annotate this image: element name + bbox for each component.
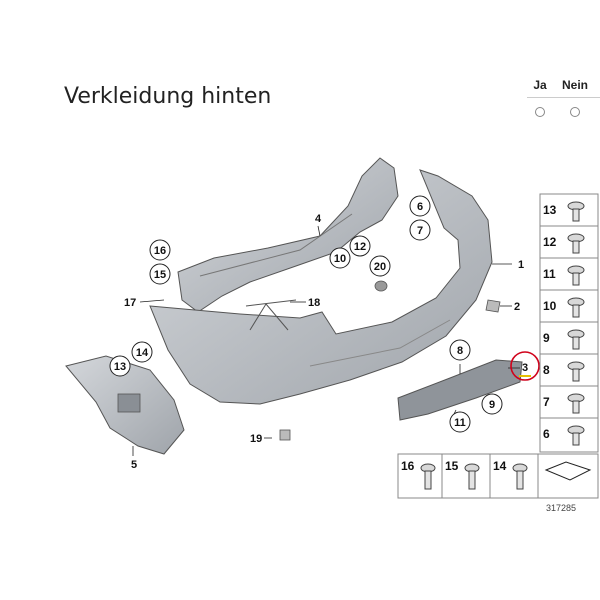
grid-label-16: 16	[401, 459, 415, 473]
callout-5: 5	[131, 459, 137, 471]
fastener-7-shaft	[572, 400, 580, 414]
fastener-15-shaft	[468, 470, 476, 490]
grid-label-12: 12	[543, 235, 557, 249]
callout-10: 10	[334, 253, 346, 265]
fastener-14-shaft	[516, 470, 524, 490]
grid-label-13: 13	[543, 203, 557, 217]
header-divider	[527, 97, 600, 98]
part-20-plug	[374, 280, 388, 292]
callout-7: 7	[417, 225, 423, 237]
callout-20: 20	[374, 261, 386, 273]
callout-6: 6	[417, 201, 423, 213]
fastener-9-shaft	[572, 336, 580, 350]
callout-9: 9	[489, 399, 495, 411]
leader-lines	[132, 225, 520, 456]
grid-label-6: 6	[543, 427, 550, 441]
part-5-bracket	[65, 355, 185, 455]
grid-label-8: 8	[543, 363, 550, 377]
page-title: Verkleidung hinten	[64, 84, 272, 109]
part-18-line	[245, 299, 297, 331]
callout-4: 4	[315, 213, 322, 225]
callout-15: 15	[154, 269, 166, 281]
callout-2: 2	[514, 301, 520, 313]
grid-label-9: 9	[543, 331, 550, 345]
grid-label-7: 7	[543, 395, 550, 409]
parts-grid-right	[539, 193, 599, 453]
fastener-6-shaft	[572, 432, 580, 446]
part-19-nut	[279, 429, 291, 441]
fastener-8-shaft	[572, 368, 580, 382]
part-4-carrier	[177, 157, 399, 313]
callout-12: 12	[354, 241, 366, 253]
yes-option: Ja	[520, 78, 560, 117]
grid-label-10: 10	[543, 299, 557, 313]
callout-11: 11	[454, 417, 466, 429]
callout-3-highlight[interactable]: 3	[510, 351, 540, 381]
yes-radio[interactable]	[535, 107, 545, 117]
callout-8: 8	[457, 345, 463, 357]
yes-label: Ja	[533, 78, 547, 92]
callout-14: 14	[136, 347, 149, 359]
callout-18: 18	[308, 297, 320, 309]
callout-3: 3	[522, 362, 528, 374]
callout-17: 17	[124, 297, 136, 309]
callout-19: 19	[250, 433, 262, 445]
fastener-13-shaft	[572, 208, 580, 222]
callout-16: 16	[154, 245, 166, 257]
part-9-lower-trim	[397, 359, 523, 421]
fastener-16-shaft	[424, 470, 432, 490]
grid-label-11: 11	[543, 267, 556, 281]
part-2-clip	[485, 299, 501, 313]
grid-label-15: 15	[445, 459, 459, 473]
no-radio[interactable]	[570, 107, 580, 117]
fastener-10-shaft	[572, 304, 580, 318]
callout-group: 6 7 16 15 12 10 14 13 8 9 11 20	[109, 195, 503, 433]
fastener-11-shaft	[572, 272, 580, 286]
no-option: Nein	[555, 78, 595, 117]
image-reference: 317285	[546, 503, 577, 513]
fastener-12-shaft	[572, 240, 580, 254]
callout-1: 1	[518, 259, 524, 271]
arrow-icon	[544, 461, 592, 481]
parts-grid-bottom	[397, 453, 599, 499]
callout-13: 13	[114, 361, 126, 373]
no-label: Nein	[561, 78, 588, 92]
part-1-bumper-cover	[149, 169, 493, 405]
grid-label-14: 14	[493, 459, 507, 473]
